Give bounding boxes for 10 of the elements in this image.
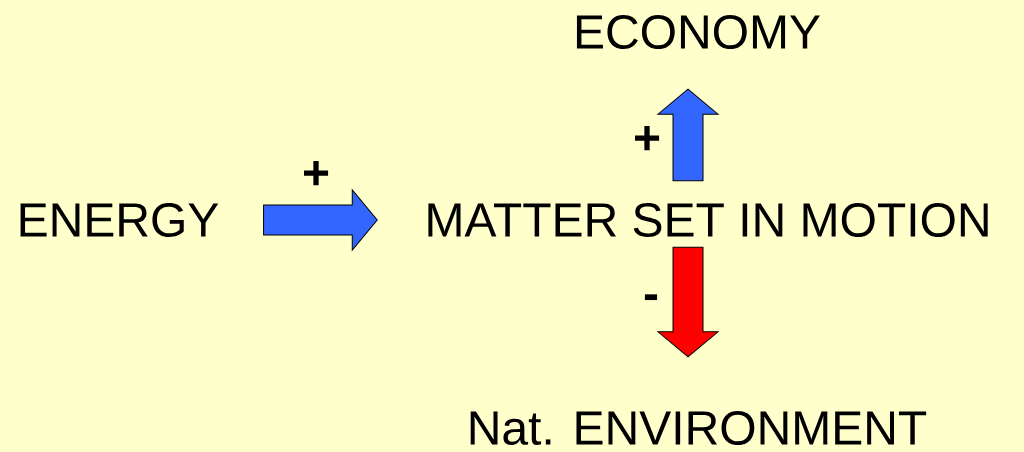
edge-label: +: [635, 125, 660, 151]
block-arrow: [657, 88, 719, 182]
edge-label: -: [644, 294, 658, 301]
concept-label: MATTER SET IN MOTION: [428, 203, 988, 237]
concept-label: Nat. ENVIRONMENT: [470, 411, 927, 445]
block-arrow: [657, 246, 719, 358]
concept-label: ECONOMY: [576, 15, 820, 49]
concept-label: ENERGY: [20, 203, 219, 237]
block-arrow: [263, 189, 378, 251]
edge-label: +: [304, 160, 329, 186]
